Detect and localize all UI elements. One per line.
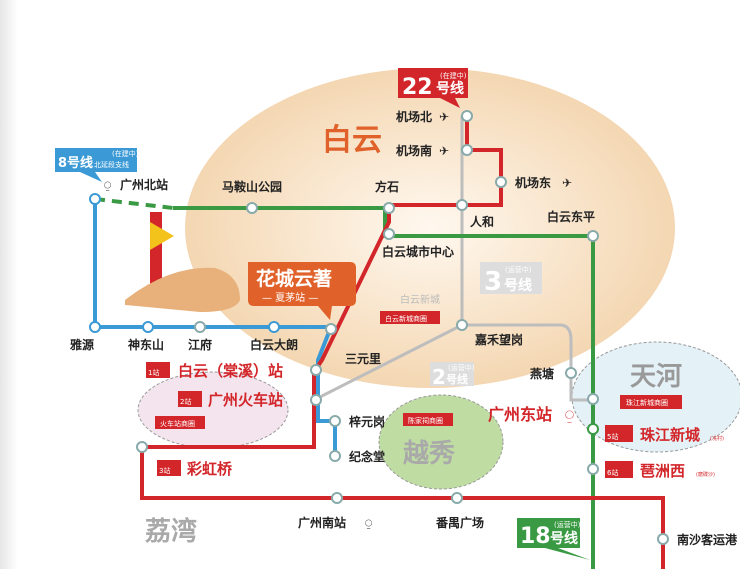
station-jichangdong: 机场东 [515, 175, 551, 190]
svg-text:北延段支线: 北延段支线 [94, 160, 129, 169]
svg-text:— 夏茅站 —: — 夏茅站 — [262, 291, 318, 304]
station-markers [89, 110, 669, 545]
tag-huochezhan: 火车站商圈 [155, 416, 205, 429]
stop-1: 1站 白云（棠溪）站 [146, 362, 283, 380]
station-guangzhounan: 广州南站 [298, 515, 346, 530]
svg-text:3站: 3站 [159, 466, 170, 475]
line-22 [140, 116, 665, 569]
svg-text:号线: 号线 [550, 530, 578, 547]
tag-zhujiangxincheng: 珠江新城商圈 [620, 395, 682, 409]
station-sanyuanli: 三元里 [345, 351, 381, 366]
svg-text:(在建中): (在建中) [112, 149, 139, 158]
page-edge [0, 0, 18, 569]
station-jichangbei: 机场北 [396, 109, 432, 124]
svg-text:22: 22 [402, 75, 433, 100]
svg-text:3: 3 [484, 267, 502, 297]
station-maanshan: 马鞍山公园 [222, 179, 282, 194]
station-jiangfu: 江府 [188, 337, 212, 352]
svg-text:18: 18 [520, 524, 551, 549]
station-baiyundongping: 白云东平 [547, 209, 595, 224]
line-3-label: 3 号线 (运营中) [480, 262, 542, 297]
station-nansha: 南沙客运港 [677, 532, 738, 547]
huochezhan-area [137, 371, 289, 449]
line-3 [460, 116, 593, 402]
baiyun-area [185, 68, 675, 388]
station-guangzhoudong: 广州东站 [488, 405, 552, 424]
tag-chenjiaci: 陈家祠商圈 [403, 413, 453, 426]
svg-text:花城云著: 花城云著 [256, 267, 332, 290]
line-2 [313, 323, 463, 402]
district-tianhe: 天河 [630, 362, 682, 392]
svg-text:8号线: 8号线 [58, 155, 93, 171]
svg-text:号线: 号线 [436, 80, 464, 97]
svg-text:2: 2 [432, 365, 446, 389]
station-jichangnan: 机场南 [396, 143, 432, 158]
svg-text:(运营中): (运营中) [448, 363, 475, 372]
svg-text:(运营中): (运营中) [554, 520, 581, 529]
project-label: 花城云著 — 夏茅站 — [248, 262, 356, 320]
svg-text:6站: 6站 [607, 468, 618, 477]
svg-text:号线: 号线 [446, 372, 468, 386]
svg-text:5站: 5站 [607, 432, 618, 441]
train-illustration [125, 267, 240, 312]
station-fangshi: 方石 [375, 179, 399, 194]
station-yantang: 燕塘 [530, 366, 554, 381]
district-yuexiu: 越秀 [403, 439, 455, 469]
tag-baiyunxincheng: 白云新城商圈 [380, 311, 440, 324]
stop-5: 5站 珠江新城 (冼村) [605, 425, 724, 444]
location-pointer-icon [150, 222, 174, 250]
line-8-label: 8号线 北延段支线 (在建中) [55, 148, 139, 182]
svg-text:陈家祠商圈: 陈家祠商圈 [408, 416, 443, 425]
svg-text:(在建中): (在建中) [440, 71, 467, 80]
station-baiyundalang: 白云大朗 [250, 337, 298, 352]
station-jiahewanggang: 嘉禾望岗 [474, 332, 523, 347]
station-guangzhoubei: 广州北站 [120, 177, 168, 192]
airport-icon: ✈ [439, 110, 449, 124]
svg-text:珠江新城商圈: 珠江新城商圈 [626, 398, 668, 407]
svg-text:(磨碟沙): (磨碟沙) [696, 471, 715, 478]
line-22-label: 22 号线 (在建中) [398, 68, 468, 108]
svg-text:火车站商圈: 火车站商圈 [160, 419, 195, 428]
svg-text:号线: 号线 [504, 277, 532, 294]
svg-text:彩虹桥: 彩虹桥 [186, 460, 233, 478]
station-renhe: 人和 [470, 214, 494, 229]
station-baiyunchengshi: 白云城市中心 [382, 244, 454, 259]
svg-text:(运营中): (运营中) [505, 265, 532, 274]
station-ziyuangang: 梓元岗 [349, 414, 385, 429]
svg-text:广州火车站: 广州火车站 [208, 391, 283, 409]
station-shendongshan: 神东山 [128, 337, 164, 352]
station-panyuguangchang: 番禺广场 [435, 515, 484, 530]
line-18-label: 18 号线 (运营中) [517, 518, 590, 560]
railway-station-icon: ⍜ [365, 516, 372, 530]
railway-station-icon: ⍜ [104, 178, 111, 192]
airport-icon: ✈ [562, 176, 572, 190]
svg-text:琶洲西: 琶洲西 [640, 462, 685, 480]
stop-3: 3站 彩虹桥 [157, 460, 233, 478]
station-yayuan: 雅源 [69, 337, 94, 352]
railway-station-icon: ⍜ [565, 406, 574, 424]
stop-6: 6站 琶洲西 (磨碟沙) [605, 461, 715, 480]
line-2-label: 2 号线 (运营中) [430, 362, 475, 389]
svg-text:1站: 1站 [148, 368, 159, 377]
baiyunxincheng-label: 白云新城 [400, 293, 440, 306]
district-liwan: 荔湾 [145, 516, 197, 547]
stop-2: 2站 广州火车站 [178, 391, 283, 409]
svg-text:白云新城商圈: 白云新城商圈 [385, 314, 427, 323]
station-jiniantang: 纪念堂 [349, 449, 385, 464]
svg-text:2站: 2站 [180, 397, 191, 406]
svg-text:(冼村): (冼村) [710, 435, 724, 442]
svg-text:白云（棠溪）站: 白云（棠溪）站 [178, 362, 283, 380]
svg-text:珠江新城: 珠江新城 [640, 426, 700, 444]
line-14-extension [94, 197, 174, 210]
airport-icon: ✈ [439, 144, 449, 158]
district-baiyun: 白云 [322, 123, 382, 158]
